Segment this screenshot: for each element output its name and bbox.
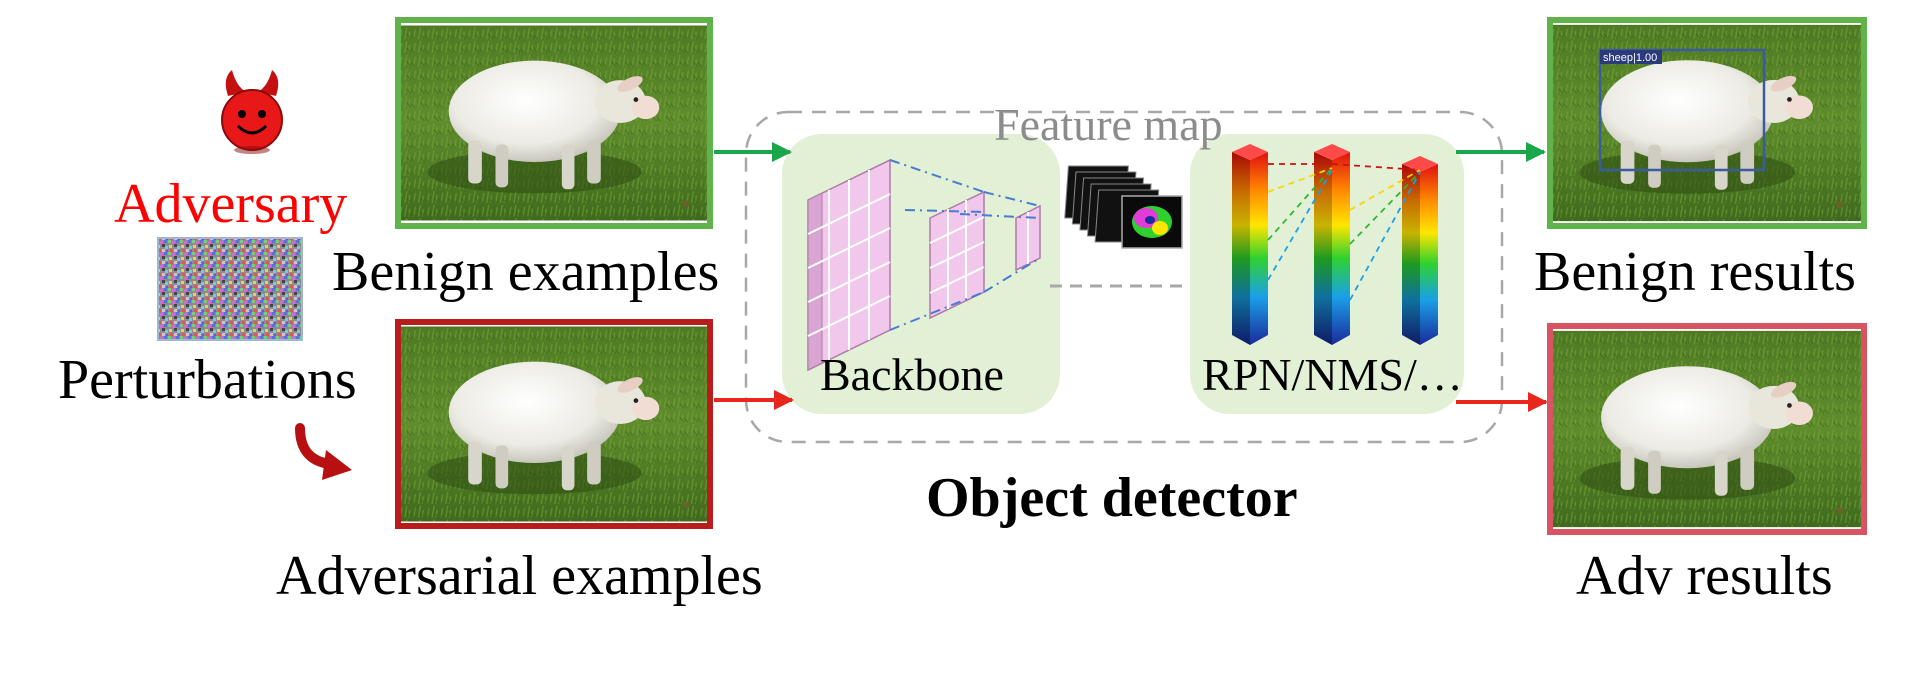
benign-examples-label: Benign examples — [332, 241, 720, 303]
backbone-layers — [807, 158, 1041, 372]
perturbation-image — [157, 237, 303, 341]
feature-map-label: Feature map — [994, 99, 1223, 150]
backbone-label: Backbone — [820, 349, 1004, 400]
adversarial-result-image — [1547, 323, 1867, 535]
adversarial-example-image — [395, 319, 713, 529]
object-detector-label: Object detector — [926, 467, 1298, 529]
adversarial-examples-label: Adversarial examples — [276, 545, 763, 607]
curved-arrow-icon — [295, 423, 352, 480]
rpn-label: RPN/NMS/… — [1202, 349, 1463, 400]
rpn-bars — [1232, 144, 1438, 345]
benign-results-label: Benign results — [1534, 241, 1856, 303]
object-detector-frame — [744, 110, 1504, 444]
adv-results-label: Adv results — [1576, 545, 1833, 607]
feature-map-stack — [1064, 165, 1183, 249]
detection-box — [1598, 48, 1766, 172]
benign-result-image: sheep|1.00 — [1547, 17, 1867, 229]
benign-example-image — [395, 17, 713, 229]
detection-tag: sheep|1.00 — [1603, 52, 1657, 64]
adversary-label: Adversary — [114, 173, 348, 235]
detection-tag-bg — [1600, 50, 1662, 64]
perturbations-label: Perturbations — [58, 349, 357, 411]
devil-icon — [221, 70, 283, 154]
